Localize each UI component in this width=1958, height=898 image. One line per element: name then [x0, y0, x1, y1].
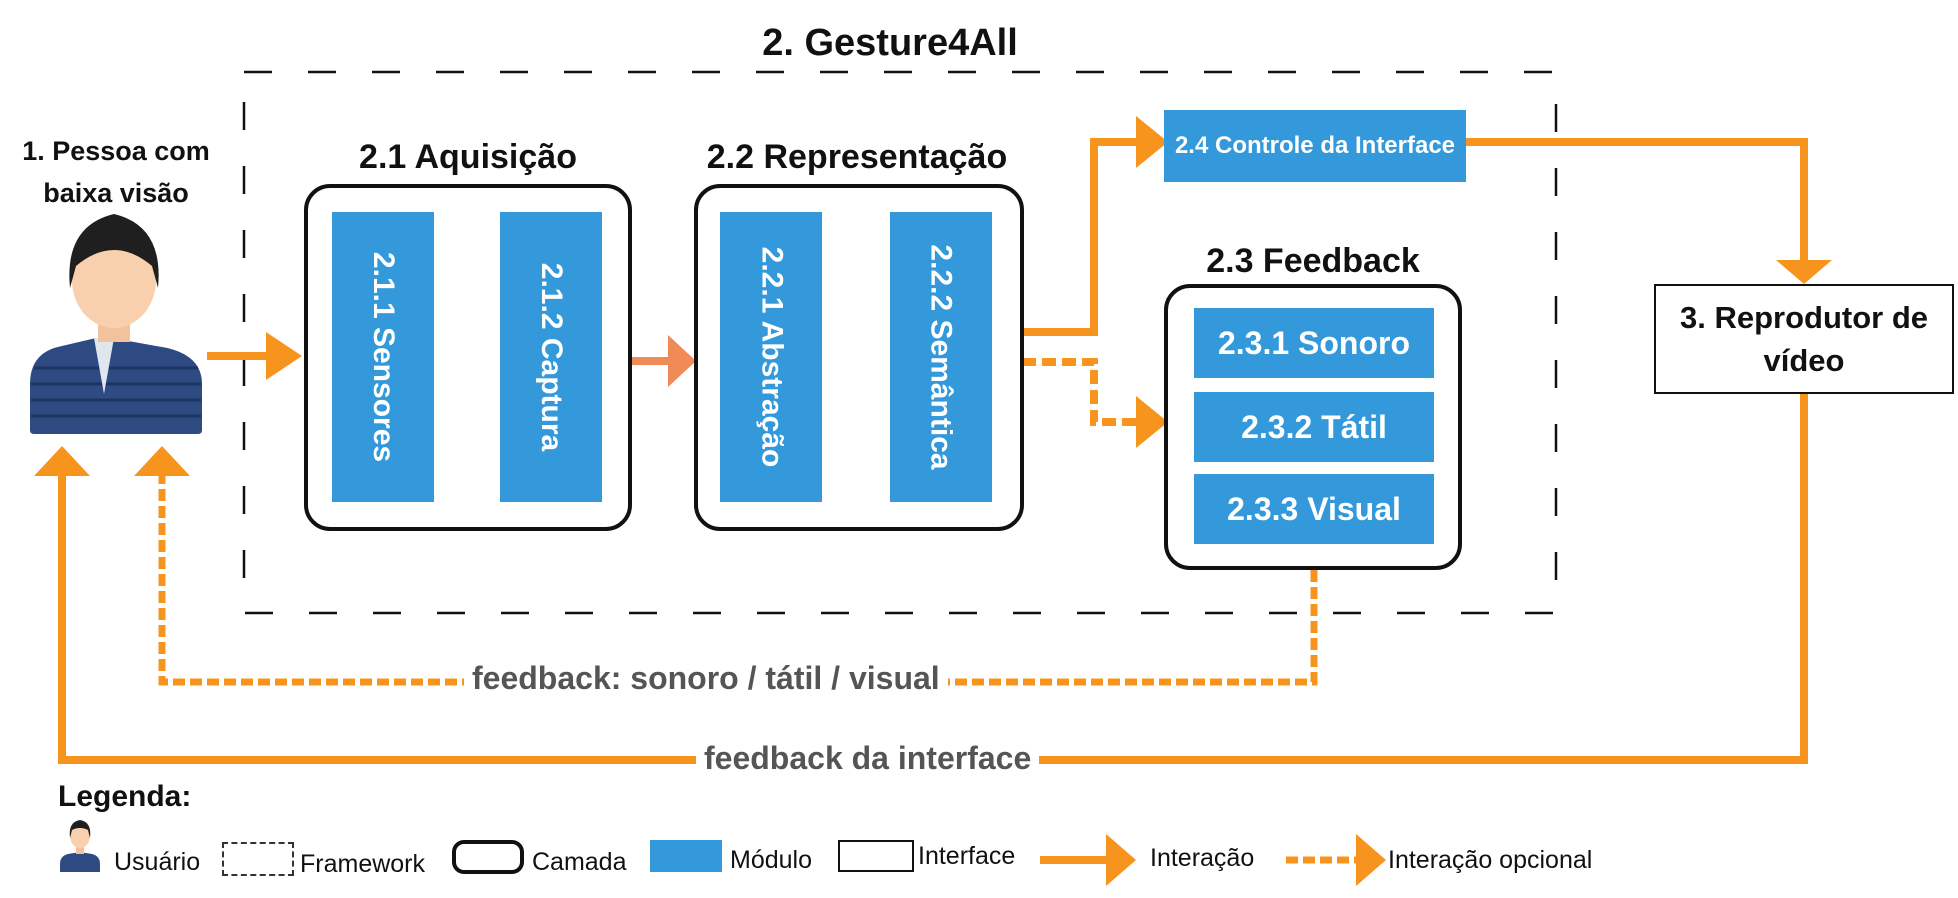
legend-module-swatch [650, 840, 722, 872]
video-player-interface: 3. Reprodutor de vídeo [1654, 284, 1954, 394]
arrowhead-optional-feedback-to-person [134, 446, 190, 476]
framework-boundary [242, 70, 1558, 615]
representation-layer-title: 2.2 Representação [706, 138, 1008, 176]
legend-interface-label: Interface [918, 842, 1016, 870]
framework-title: 2. Gesture4All [762, 22, 1018, 64]
person-icon [30, 214, 202, 434]
interface-feedback-label: feedback da interface [696, 740, 1040, 777]
legend-title: Legenda: [58, 780, 192, 813]
legend-module-label: Módulo [730, 846, 812, 874]
legend-optional-interaction-label: Interação opcional [1388, 846, 1593, 874]
legend-interface-swatch [838, 840, 914, 872]
module-semantica: 2.2.2 Semântica [890, 212, 992, 502]
acquisition-layer-title: 2.1 Aquisição [359, 138, 577, 176]
feedback-layer-title: 2.3 Feedback [1206, 242, 1420, 280]
legend-layer-swatch [452, 840, 524, 874]
arrow-representation-to-feedback [1022, 358, 1140, 426]
arrow-control-to-video-player [1463, 138, 1808, 264]
optional-feedback-label: feedback: sonoro / tátil / visual [464, 660, 948, 697]
legend-interaction-label: Interação [1150, 844, 1255, 872]
module-captura: 2.1.2 Captura [500, 212, 602, 502]
legend-layer-label: Camada [532, 848, 627, 876]
legend-interaction-arrowhead [1106, 834, 1136, 886]
arrow-representation-to-control [1022, 138, 1140, 336]
module-tatil: 2.3.2 Tátil [1194, 392, 1434, 462]
arrowhead-person-to-acquisition [266, 332, 302, 380]
legend-user-label: Usuário [114, 848, 201, 876]
arrowhead-acquisition-to-representation [668, 335, 696, 387]
legend-framework-swatch [222, 842, 294, 876]
arrowhead-control-to-video-player [1776, 260, 1832, 284]
module-visual: 2.3.3 Visual [1194, 474, 1434, 544]
arrowhead-representation-to-control [1136, 116, 1168, 168]
arrowhead-interface-feedback-to-person [34, 446, 90, 476]
person-label: 1. Pessoa com baixa visão [22, 136, 210, 208]
arrowhead-representation-to-feedback [1136, 396, 1168, 448]
module-sonoro: 2.3.1 Sonoro [1194, 308, 1434, 378]
module-abstracao: 2.2.1 Abstração [720, 212, 822, 502]
module-sensores: 2.1.1 Sensores [332, 212, 434, 502]
legend-framework-label: Framework [300, 850, 426, 878]
legend-optional-arrowhead [1356, 834, 1386, 886]
module-controle-interface: 2.4 Controle da Interface [1164, 110, 1466, 182]
legend-user-icon [60, 820, 100, 872]
